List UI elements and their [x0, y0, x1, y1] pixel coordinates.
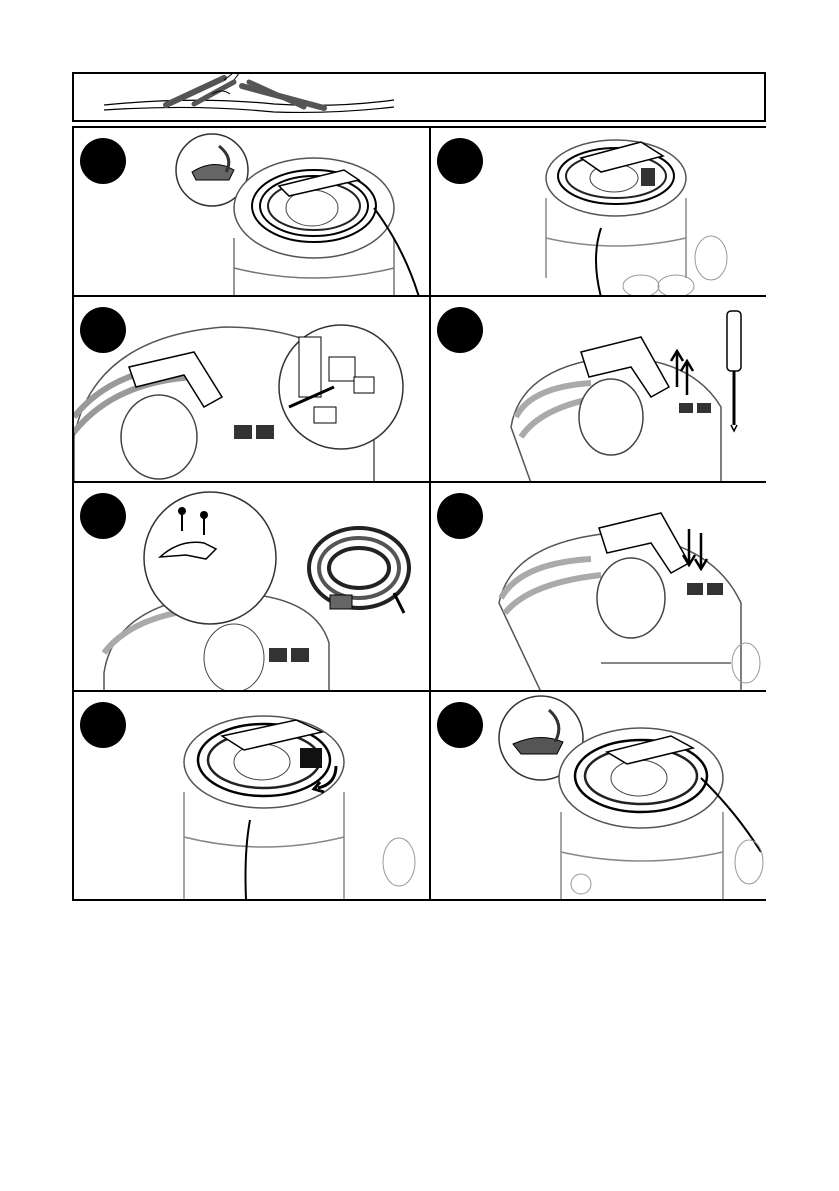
cable-cutting-illustration — [74, 74, 764, 120]
screw-in-icon — [431, 483, 766, 692]
step-panel-1 — [74, 128, 431, 297]
step-panel-6 — [431, 483, 766, 692]
screwdriver-icon — [431, 297, 766, 483]
step-panel-5 — [74, 483, 431, 692]
new-cable-icon — [74, 483, 431, 692]
cable-unwinding-icon — [431, 128, 766, 297]
step-panel-3 — [74, 297, 431, 483]
cable-clamp-detail-icon — [74, 297, 431, 483]
cable-lock-engaged-icon — [431, 692, 766, 899]
header-illustration-box — [72, 72, 766, 122]
step-panel-8 — [431, 692, 766, 899]
steps-grid — [72, 126, 766, 901]
cable-lock-release-icon — [74, 128, 431, 297]
rotate-arrow-icon — [74, 692, 431, 899]
step-panel-2 — [431, 128, 766, 297]
step-panel-7 — [74, 692, 431, 899]
step-panel-4 — [431, 297, 766, 483]
